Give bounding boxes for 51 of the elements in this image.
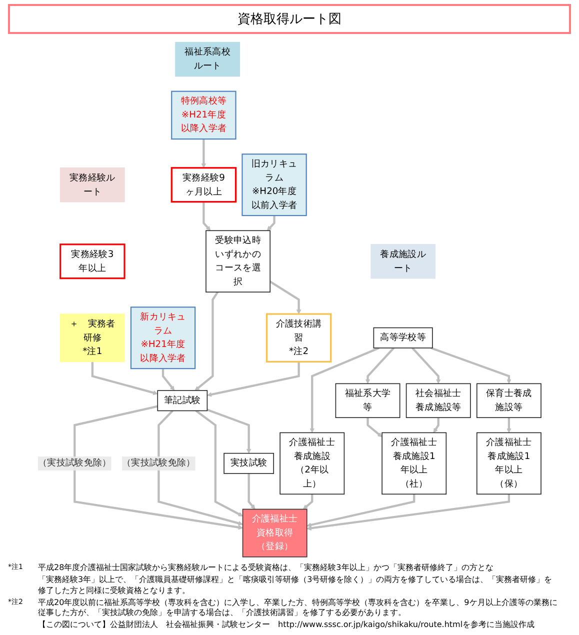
arrow [158,410,243,526]
node-box: 実務経験ルート [60,167,125,202]
arrow [248,474,256,510]
node-box: 実務経験9ヶ月以上 [170,167,237,203]
arrow [91,362,158,396]
arrow [306,494,416,528]
arrow [306,494,510,531]
arrow [433,418,440,433]
arrow [206,408,252,454]
edge-label: （実技試験免除） [38,458,112,468]
arrow [366,418,382,438]
note-text: 平成28年度介護福祉士国家試験から実務経験ルートによる受験資格は、「実務経験3年以上」かつ「実務者研修終了」の方とな [38,563,494,574]
node-box: 介護技術講習 *注2 [266,313,332,363]
node-box: 福祉系高校ルート [175,42,240,77]
node-box: 介護福祉士養成施設1年以上（保） [476,432,542,495]
node-box: 実務経験3年以上 [60,244,126,280]
arrow [162,368,175,391]
title-banner: 資格取得ルート図 [8,4,571,34]
note-text: 「実務経験3年」以上で、「介護職員基礎研修課程」と「喀痰吸引等研修（3号研修を除く）」の両方を修了している場合は、「実務者研修」を修了した方と同様に受験資格となります。 [38,575,554,597]
arrow [202,202,211,231]
edge-label: （実技試験免除） [122,458,196,468]
node-box: 保育士養成施設等 [476,383,542,418]
source-note: 【この図について】公益財団法人 社会福祉振興・試験センター http://www.sssc.or.jp/kaigo/shikaku/route.htmlを参考に当施設作成 [38,620,535,630]
node-box: 高等学校等 [373,327,433,348]
node-box: 旧カリキュラム ※H20年度以前入学者 [242,154,307,216]
arrow [206,362,300,397]
node-box: 介護福祉士養成施設1年以上（社） [382,432,447,495]
node-box: 福祉系大学等 [335,383,400,418]
arrow [310,346,380,433]
arrow [195,410,243,516]
arrow [302,494,314,510]
arrow [506,418,512,433]
arrow [412,347,441,384]
node-box: 社会福祉士養成施設等 [406,383,471,418]
node-box: ＋ 実務者研修 *注1 [60,314,125,362]
node-box: 特例高校等 ※H21年度以降入学者 [171,90,236,140]
arrow [430,346,512,384]
arrow [365,347,395,384]
node-box: 養成施設ルート [370,244,436,279]
node-box: 介護福祉士養成施設（2年以上） [280,432,345,495]
arrow [270,280,302,314]
node-box: 実技試験 [224,452,274,474]
node-box: 新カリキュラム ※H21年度以降入学者 [130,306,196,370]
node-box: 筆記試験 [157,390,208,412]
arrow [74,405,243,530]
note-text: 平成20年度以前に福祉系高等学校（専攻科を含む）に入学し、卒業した方、特例高等学校（専攻科を含む）を卒業し、9ケ月以上介護等の業務に従事した方が、「実技試験の免除」を申請する場合は、「介護技術講習」を修了する必要があります。 [38,598,558,620]
arrow [194,291,219,391]
arrow [201,139,206,168]
node-box: 受験申込時いずれかのコースを選択 [206,230,270,292]
node-box: 介護福祉士資格取得（登録） [242,508,308,558]
arrow [266,216,276,231]
